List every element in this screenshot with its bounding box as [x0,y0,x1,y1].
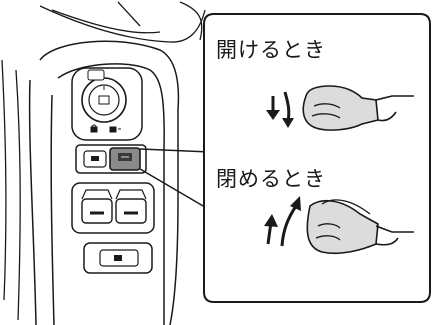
finger-pull-up-icon [306,199,414,255]
callout-leader [139,148,211,211]
window-switch-cluster [71,144,155,274]
close-caption: 閉めるとき [216,167,326,191]
lock-icon [90,124,98,133]
open-caption: 開けるとき [216,38,326,62]
mirror-fold-button [87,69,105,81]
double-arrow-down-icon [266,91,294,128]
door-background-lines [1,1,206,321]
mirror-adjust-icon [98,86,110,105]
window-switch-left [81,198,113,224]
double-arrow-up-icon [264,196,301,247]
finger-press-down-icon [302,85,414,131]
window-switch-right [115,198,147,224]
mirror-control [71,67,143,141]
window-switch-icon [91,156,99,161]
door-panel [28,40,180,325]
